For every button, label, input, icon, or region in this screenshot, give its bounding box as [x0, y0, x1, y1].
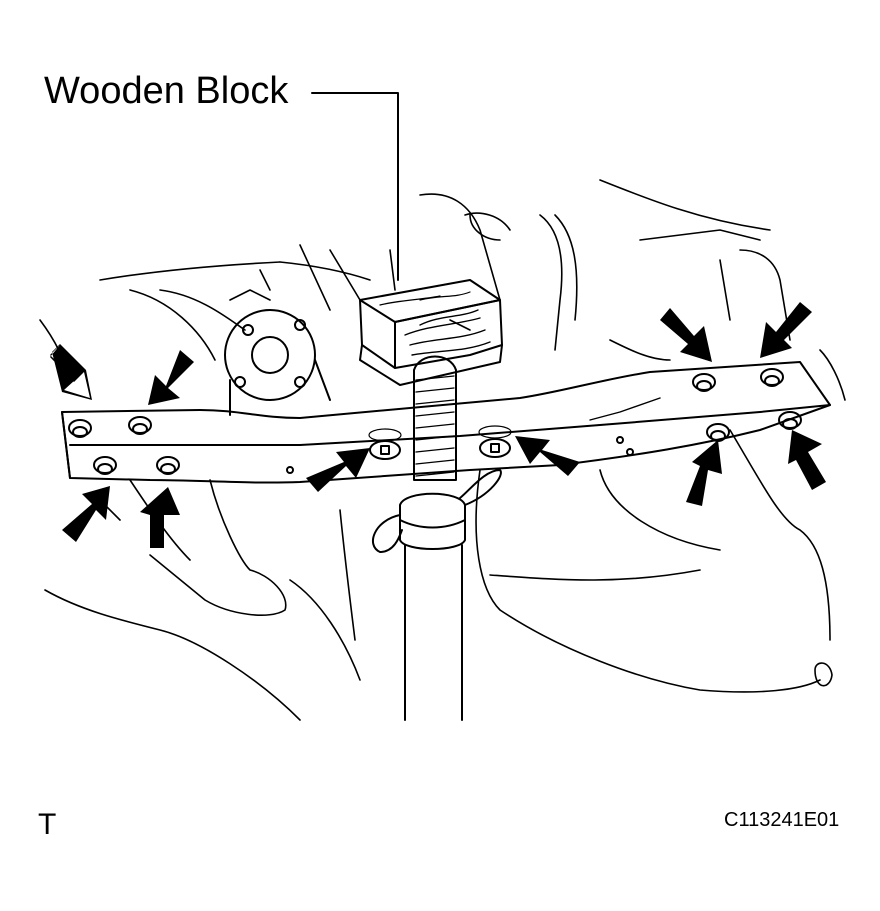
arrows	[50, 302, 826, 548]
bolt-icon	[368, 428, 402, 442]
bolt-icon	[128, 416, 152, 435]
engine-mount	[224, 309, 331, 416]
bolt-icon	[478, 425, 512, 439]
arrow-icon	[140, 487, 180, 548]
bolt-icon	[706, 423, 730, 442]
arrow-icon	[148, 350, 194, 405]
callout-leader	[311, 92, 399, 281]
view-letter: T	[38, 808, 57, 841]
arrow-icon	[515, 436, 580, 476]
crossmember	[61, 361, 831, 484]
bolt-icon	[68, 419, 92, 438]
arrow-icon	[788, 430, 826, 490]
wooden-block	[359, 279, 503, 386]
arrow-icon	[686, 440, 722, 506]
bolt-icon	[156, 456, 180, 475]
arrow-icon	[306, 448, 370, 492]
bolts	[68, 368, 802, 475]
bolt-icon	[692, 373, 716, 392]
floor-jack	[371, 355, 502, 721]
bolt-icon	[93, 456, 117, 475]
figure-code: C113241E01	[724, 809, 840, 831]
arrow-icon	[62, 486, 110, 542]
bolt-icon	[778, 411, 802, 430]
arrow-icon	[760, 302, 812, 358]
bolt-icon	[479, 438, 511, 458]
bolt-icon	[760, 368, 784, 387]
arrow-icon	[660, 308, 712, 362]
wooden-block-label: Wooden Block	[44, 70, 289, 112]
arrow-icon	[50, 344, 92, 400]
underbody-linework	[39, 179, 846, 401]
bolt-icon	[369, 440, 401, 460]
